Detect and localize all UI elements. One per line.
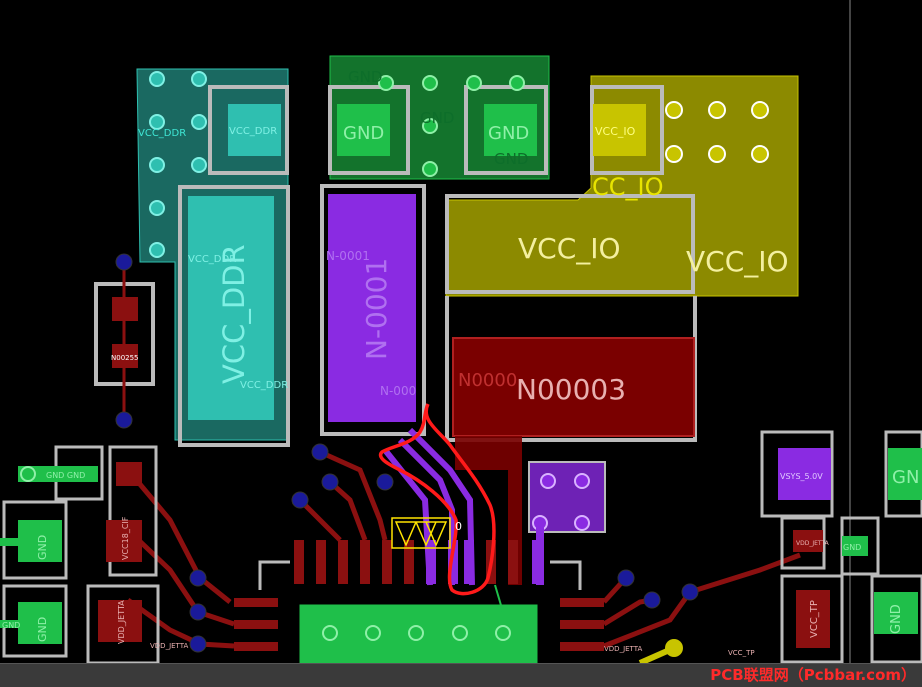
ic-outline-right: [550, 560, 582, 590]
vcc-ddr-vias: [149, 71, 207, 258]
vsys-outline: [760, 430, 834, 518]
vdd-jetta-r-pad[interactable]: [793, 530, 823, 552]
vdd-jetta-label: VDD_JETTA: [150, 642, 188, 650]
vcc-ddr-label: VCC_DDR: [240, 380, 288, 391]
vdd-jetta-label: VDD_JETTA: [117, 600, 126, 644]
gnd-pad-right[interactable]: [484, 104, 537, 156]
annotation-highlight: [378, 403, 496, 596]
vcc-io-large-pad-outline: [445, 194, 695, 294]
vsys-pad[interactable]: [778, 448, 831, 500]
gnd-gnd-pads[interactable]: [18, 466, 98, 482]
vsys-label: VSYS_5.0V: [780, 472, 823, 481]
vcc18-cif-pad-bottom[interactable]: [106, 520, 142, 562]
gnd-label: GND: [488, 123, 529, 144]
n00003-big-label: N00003: [516, 373, 626, 406]
ic-pins-side: [234, 598, 604, 651]
vcc-io-label: CC_IO: [592, 173, 663, 201]
n00255-label: N00255: [111, 354, 139, 362]
gnd-pad-left[interactable]: [337, 104, 390, 156]
vcc-ddr-label: VCC_DDR: [188, 254, 236, 265]
gnd-gnd-label: GND GND: [46, 471, 85, 480]
n0001-pad-outline: [320, 184, 426, 436]
gnd-edge-label: GND: [2, 621, 20, 630]
vcc-tp-outline: [780, 574, 844, 664]
gnd-connector-vias: [322, 625, 511, 641]
gnd-right-low-pad[interactable]: [874, 592, 918, 634]
gnd-label: GND: [889, 604, 904, 634]
gnd-label: GN: [892, 467, 919, 488]
net-marker: 0: [455, 520, 462, 533]
signal-vias: [189, 443, 699, 653]
vdd-jetta-label: VDD_JETTA: [796, 540, 830, 547]
vcc-tp-label: VCC_TP: [809, 600, 820, 638]
vcc18-cif-label: VCC18_CIF: [121, 516, 130, 560]
vcc18-cif-pad-top[interactable]: [116, 462, 142, 486]
vcc-io-trace-bottom: [638, 645, 676, 666]
vcc-ddr-pad[interactable]: [228, 104, 281, 156]
gnd-via: [20, 466, 36, 482]
gnd-right-low-outline: [870, 574, 922, 664]
gnd-small-r-pad[interactable]: [842, 536, 868, 556]
gnd-label: GND: [36, 617, 49, 642]
gnd-pad-right-outline: [464, 85, 548, 175]
vcc-ddr-large-pad[interactable]: [188, 196, 274, 420]
n0001-big-label: N-0001: [360, 258, 393, 360]
gnd-label: GND: [843, 543, 861, 552]
vcc-ddr-big-label: VCC_DDR: [217, 244, 251, 384]
vcc-io-label: VCC_IO: [686, 245, 789, 278]
n0001-small-pad[interactable]: [528, 461, 606, 533]
n00003-label: N0000: [458, 370, 517, 391]
vcc-io-small-pad[interactable]: [593, 104, 646, 156]
gnd-label: GND: [343, 123, 384, 144]
vdd-jetta-label: VDD_JETTA: [604, 645, 642, 653]
vcc-io-vias: [665, 101, 769, 163]
status-bar: [0, 663, 922, 687]
gnd-left2-pad[interactable]: [18, 602, 62, 644]
vcc-ddr-label: VCC_DDR: [229, 126, 277, 137]
vcc-io-pad-outline: [590, 85, 664, 175]
vcc18-cif-part-outline: [108, 445, 158, 577]
gnd-vias: [378, 75, 525, 177]
gnd-label: GND: [494, 150, 528, 168]
gnd-far-right-pad[interactable]: [888, 448, 922, 500]
gnd-label: GND: [420, 109, 454, 127]
ic-outline-left: [258, 560, 290, 590]
via: [115, 253, 133, 271]
vcc-io-pad-label: VCC_IO: [518, 232, 621, 265]
signal-traces-right: [602, 552, 801, 649]
vdd-jetta-r-outline: [780, 516, 826, 570]
ic-pins-purple: [426, 540, 542, 584]
signal-traces-left: [126, 449, 388, 649]
vcc-io-label: VCC_IO: [595, 125, 636, 138]
n0001-label: N-0001: [326, 249, 370, 263]
vcc-tp-pad[interactable]: [796, 590, 830, 648]
vcc-ddr-label: VCC_DDR: [138, 128, 186, 139]
watermark-text: PCB联盟网（Pcbbar.com）: [710, 666, 916, 684]
n0001-label: N-000: [380, 384, 416, 398]
vdd-jetta-pad[interactable]: [98, 600, 142, 642]
vcc-ddr-pad-outline: [208, 85, 289, 175]
gnd-left2-trace: [0, 620, 20, 628]
gnd-left1-trace: [0, 538, 20, 546]
n0001-pad[interactable]: [328, 194, 416, 422]
gnd-pad-left-outline: [328, 85, 410, 175]
component-symbol[interactable]: [391, 517, 451, 549]
gnd-far-right-outline: [884, 430, 922, 518]
gnd-label: GND: [348, 68, 382, 86]
vcc-tp-label: VCC_TP: [728, 649, 755, 657]
gnd-label: GND: [36, 535, 49, 560]
gnd-trace: [494, 584, 504, 613]
gnd-left1-pad[interactable]: [18, 520, 62, 562]
via: [115, 411, 133, 429]
vcc-ddr-large-pad-outline: [178, 185, 290, 447]
n00003-pad[interactable]: [452, 337, 695, 437]
